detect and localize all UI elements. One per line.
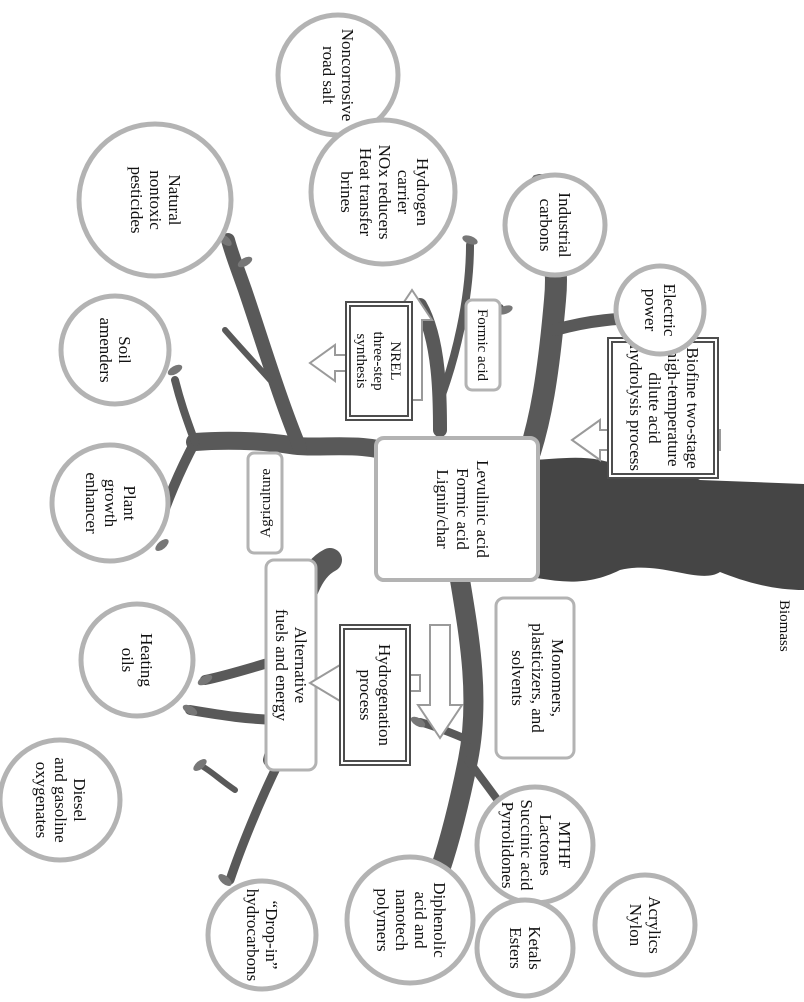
agriculture-label: Agriculture [258,468,274,537]
plant-growth-line-1: Plant [120,486,139,521]
ketals-line-2: Esters [506,927,525,969]
carbons-line-1: Industrial [555,192,574,257]
hydrogen-line-4: Heat transfer [356,148,375,237]
monomers-line-1: Monomers, [548,639,567,717]
monomers-line-2: plasticizers, and [528,623,547,733]
formic-acid-label: Formic acid [474,309,490,382]
hydrogenation-line-1: Hydrogenation [375,644,394,746]
nrel-process-box: NREL three-step synthesis [345,301,413,421]
pesticides-line-2: nontoxic [146,170,165,230]
acrylics-line-1: Acrylics [645,896,664,954]
diphenolic-line-3: nanotech [392,889,411,951]
monomers-line-3: solvents [508,650,527,706]
nrel-line-1: NREL [387,341,403,380]
biofine-line-2: high-temperature [664,349,683,466]
electric-line-2: power [641,289,660,332]
hydrogen-line-5: brines [337,171,356,213]
trunk-label-biomass: Biomass [776,600,792,652]
mthf-line-4: Pyrrolidones [498,802,517,889]
alt-fuels-label-box: Alternative fuels and energy [264,558,318,772]
hydrogen-line-3: NOx reducers [375,145,394,240]
nrel-line-3: synthesis [353,333,369,388]
diesel-line-3: oxygenates [32,762,51,838]
mthf-line-1: MTHF [555,821,574,868]
product-diesel: Diesel and gasoline oxygenates [0,737,123,863]
product-pesticides: Natural nontoxic pesticides [76,121,234,279]
biofine-process-box: Biofine two-stage high-temperature dilut… [607,337,719,479]
product-soil: Soil amenders [58,293,172,407]
agriculture-label-box: Agriculture [246,451,284,555]
product-heating-oils: Heating oils [78,601,196,719]
dropin-line-2: hydrocarbons [243,889,262,982]
road-salt-line-2: road salt [319,46,338,104]
product-diphenolic: Diphenolic acid and nanotech polymers [344,854,476,986]
alt-fuels-line-2: fuels and energy [272,609,291,722]
hydrogenation-process-box: Hydrogenation process [339,624,411,766]
plant-growth-line-3: enhancer [82,472,101,534]
diphenolic-line-1: Diphenolic [430,882,449,958]
mthf-line-3: Succinic acid [517,799,536,891]
hydrogen-line-2: carrier [394,170,413,215]
product-dropin: “Drop-in” hydrocarbons [205,878,319,992]
product-carbons: Industrial carbons [502,172,608,278]
product-road-salt: Noncorrosive road salt [275,12,401,138]
diesel-line-1: Diesel [70,778,89,822]
center-line-1: Levulinic acid [473,460,492,558]
pesticides-line-3: pesticides [127,166,146,233]
center-line-2: Formic acid [453,468,472,550]
formic-acid-label-box: Formic acid [464,298,502,392]
plant-growth-line-2: growth [101,479,120,528]
nrel-line-2: three-step [370,331,386,390]
alt-fuels-line-1: Alternative [291,627,310,703]
dropin-line-1: “Drop-in” [262,901,281,970]
biofine-line-1: Biofine two-stage [683,347,702,468]
biofine-line-4: hydrolysis process [626,345,645,471]
electric-line-1: Electric [660,284,679,337]
heating-oils-line-1: Heating [137,633,156,687]
ketals-line-1: Ketals [525,926,544,969]
product-hydrogen: Hydrogen carrier NOx reducers Heat trans… [308,117,458,267]
acrylics-line-2: Nylon [626,904,645,947]
hydrogenation-line-2: process [356,670,375,721]
soil-line-2: amenders [96,317,115,382]
product-ketals: Ketals Esters [474,897,576,999]
biofine-line-3: dilute acid [645,372,664,444]
product-plant-growth: Plant growth enhancer [49,442,171,564]
diphenolic-line-2: acid and [411,891,430,949]
pesticides-line-1: Natural [165,175,184,226]
soil-line-1: Soil [115,336,134,364]
carbons-line-2: carbons [536,199,555,252]
product-electric: Electric power [613,263,707,357]
diphenolic-line-4: polymers [373,888,392,951]
center-box: Levulinic acid Formic acid Lignin/char [374,436,540,582]
product-acrylics: Acrylics Nylon [592,872,698,978]
center-line-3: Lignin/char [433,469,452,549]
heating-oils-line-2: oils [118,648,137,673]
hydrogenation-down-arrow [416,624,464,740]
hydrogen-line-1: Hydrogen [413,158,432,226]
product-mthf: MTHF Lactones Succinic acid Pyrrolidones [474,784,596,906]
road-salt-line-1: Noncorrosive [338,29,357,122]
monomers-label-box: Monomers, plasticizers, and solvents [494,596,576,760]
diesel-line-2: and gasoline [51,757,70,842]
mthf-line-2: Lactones [536,814,555,875]
